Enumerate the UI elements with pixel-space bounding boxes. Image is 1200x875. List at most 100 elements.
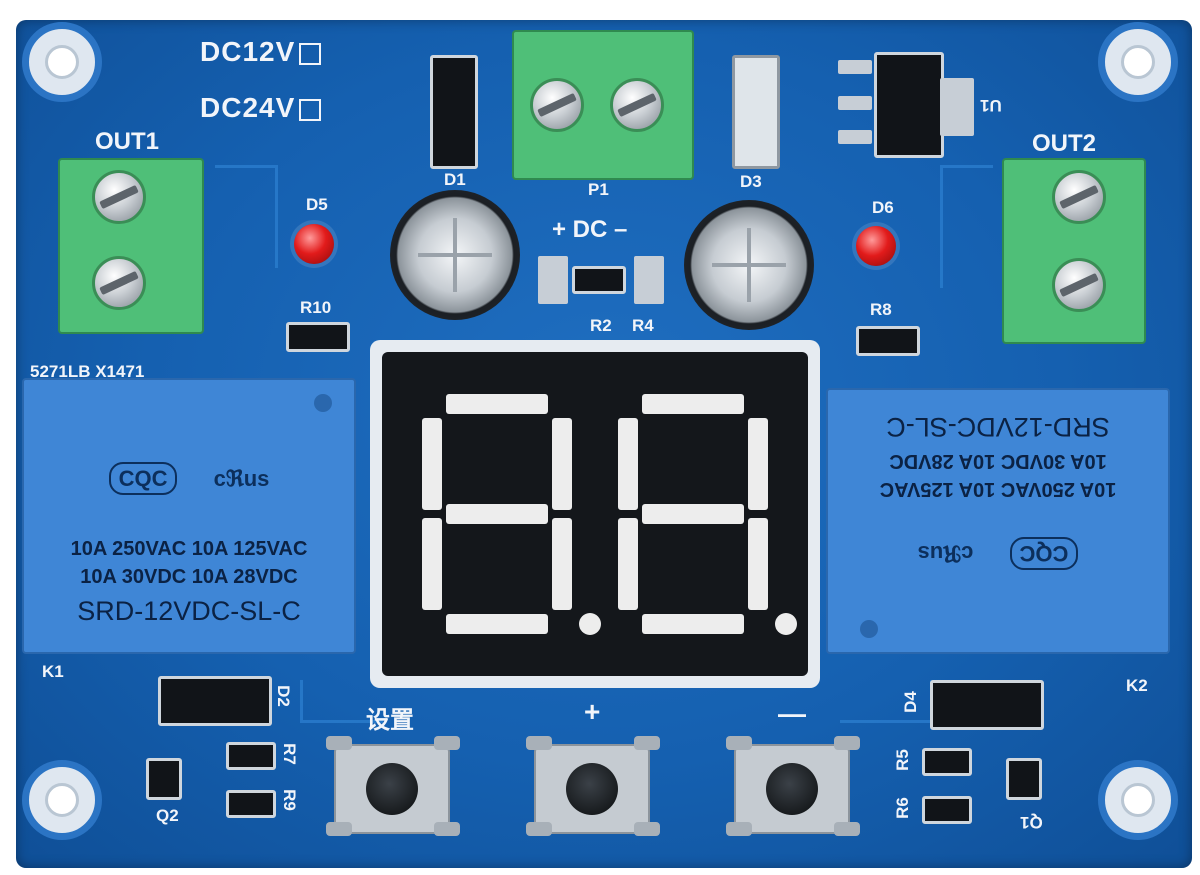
ref-d1: D1 <box>444 170 466 189</box>
ref-r5: R5 <box>892 749 912 771</box>
button-leg <box>434 736 460 750</box>
button-leg <box>634 822 660 836</box>
resistor-r6 <box>922 796 972 824</box>
ref-r8: R8 <box>870 300 892 319</box>
display-segment <box>422 418 442 510</box>
resistor-r2-pad <box>538 256 568 304</box>
mounting-hole <box>22 760 102 840</box>
led-d5 <box>294 224 334 264</box>
display-face <box>382 352 808 676</box>
minus-button[interactable] <box>734 744 850 834</box>
button-leg <box>326 736 352 750</box>
transistor-q1 <box>1006 758 1042 800</box>
p1-screw[interactable] <box>530 78 584 132</box>
ref-r10: R10 <box>300 298 332 317</box>
electrolytic-capacitor <box>390 190 520 320</box>
out2-screw[interactable] <box>1052 258 1106 312</box>
seven-segment-display <box>370 340 820 688</box>
relay-k1-model: SRD-12VDC-SL-C <box>77 596 301 626</box>
regulator-pin <box>838 60 872 74</box>
display-decimal-point <box>579 613 601 635</box>
resistor-r5 <box>922 748 972 776</box>
diode-d3 <box>732 55 780 169</box>
button-leg <box>326 822 352 836</box>
ref-k2: K2 <box>1126 676 1148 695</box>
relay-k1-rating-ac: 10A 250VAC 10A 125VAC <box>70 538 308 560</box>
relay-k2-model: SRD-12VDC-SL-C <box>886 412 1110 442</box>
out1-screw[interactable] <box>92 170 146 224</box>
out1-screw[interactable] <box>92 256 146 310</box>
ref-d2: D2 <box>273 685 293 707</box>
regulator-pin <box>838 130 872 144</box>
relay-k1: CQC cℜus 10A 250VAC 10A 125VAC 10A 30VDC… <box>22 378 356 654</box>
mounting-hole <box>1098 22 1178 102</box>
ref-r7: R7 <box>279 743 299 765</box>
button-leg <box>726 736 752 750</box>
display-segment <box>642 394 744 414</box>
regulator-u1 <box>874 52 944 158</box>
display-segment <box>642 504 744 524</box>
ref-d4: D4 <box>900 691 920 713</box>
regulator-tab <box>940 78 974 136</box>
relay-k2-cert: CQC cℜus <box>828 537 1168 570</box>
pcb-trace <box>215 165 278 268</box>
part-number: 5271LB X1471 <box>30 362 145 381</box>
voltage-option-24v: DC24V <box>200 92 322 124</box>
relay-k2: CQC cℜus 10A 250VAC 10A 125VAC 10A 30VDC… <box>826 388 1170 654</box>
button-leg <box>526 822 552 836</box>
led-d6 <box>856 226 896 266</box>
ref-d6: D6 <box>872 198 894 217</box>
resistor-r4-pad <box>634 256 664 304</box>
diode-d2 <box>158 676 272 726</box>
display-segment <box>552 518 572 610</box>
transistor-q2 <box>146 758 182 800</box>
ref-k1: K1 <box>42 662 64 681</box>
button-leg <box>434 822 460 836</box>
minus-button-label: — <box>778 698 807 729</box>
plus-button[interactable] <box>534 744 650 834</box>
ref-d3: D3 <box>740 172 762 191</box>
button-leg <box>834 822 860 836</box>
ref-r9: R9 <box>279 789 299 811</box>
plus-button-label: + <box>584 696 602 727</box>
resistor-r10 <box>286 322 350 352</box>
out2-screw[interactable] <box>1052 170 1106 224</box>
set-button[interactable] <box>334 744 450 834</box>
ref-r2: R2 <box>590 316 612 335</box>
mounting-hole <box>1098 760 1178 840</box>
display-segment <box>552 418 572 510</box>
ref-q1: Q1 <box>1020 813 1043 832</box>
button-leg <box>634 736 660 750</box>
diode-d4 <box>930 680 1044 730</box>
display-segment <box>422 518 442 610</box>
ref-q2: Q2 <box>156 806 179 825</box>
button-leg <box>526 736 552 750</box>
display-segment <box>446 504 548 524</box>
ref-r4: R4 <box>632 316 654 335</box>
display-segment <box>748 418 768 510</box>
regulator-pin <box>838 96 872 110</box>
display-segment <box>618 418 638 510</box>
mounting-hole <box>22 22 102 102</box>
resistor-r7 <box>226 742 276 770</box>
relay-k1-rating-dc: 10A 30VDC 10A 28VDC <box>80 566 298 588</box>
resistor-r9 <box>226 790 276 818</box>
resistor-r8 <box>856 326 920 356</box>
ref-d5: D5 <box>306 195 328 214</box>
button-leg <box>726 822 752 836</box>
display-segment <box>618 518 638 610</box>
pcb-trace <box>300 680 383 723</box>
out2-label: OUT2 <box>1032 130 1097 157</box>
relay-k2-rating-dc: 10A 30VDC 10A 28VDC <box>889 450 1107 472</box>
dc-polarity-label: + DC – <box>552 216 628 243</box>
relay-k1-cert: CQC cℜus <box>24 462 354 495</box>
relay-k2-rating-ac: 10A 250VAC 10A 125VAC <box>879 478 1117 500</box>
electrolytic-capacitor <box>684 200 814 330</box>
set-button-label: 设置 <box>366 707 414 734</box>
diode-d1 <box>430 55 478 169</box>
p1-screw[interactable] <box>610 78 664 132</box>
out1-label: OUT1 <box>95 128 160 155</box>
pcb-trace <box>940 165 993 288</box>
display-digits <box>422 394 797 635</box>
display-segment <box>748 518 768 610</box>
